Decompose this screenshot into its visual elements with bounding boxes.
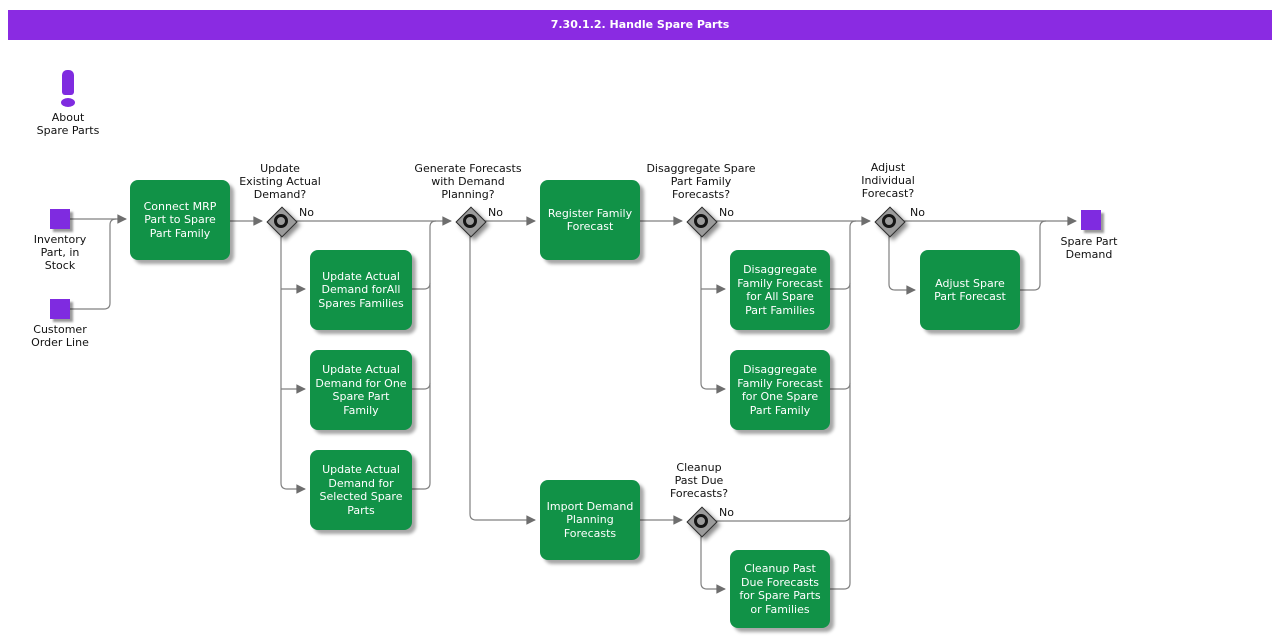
decision-update-existing[interactable] xyxy=(265,205,298,238)
decision-cleanup-forecasts-question: Cleanup Past Due Forecasts? xyxy=(669,461,729,500)
event-inventory-part[interactable] xyxy=(50,209,70,229)
task-disaggregate-one-label: Disaggregate Family Forecast for One Spa… xyxy=(737,363,823,417)
decision-disaggregate-family[interactable] xyxy=(685,205,718,238)
decision-generate-forecasts[interactable] xyxy=(454,205,487,238)
task-connect-mrp-label: Connect MRP Part to Spare Part Family xyxy=(143,199,217,240)
task-update-one[interactable]: Update Actual Demand for One Spare Part … xyxy=(310,350,412,430)
diagram-title-bar: 7.30.1.2. Handle Spare Parts xyxy=(8,10,1272,40)
decision-ring-icon xyxy=(882,214,896,228)
about-label: About Spare Parts xyxy=(36,111,100,137)
diagram-title: 7.30.1.2. Handle Spare Parts xyxy=(550,18,730,31)
task-import-demand-planning-label: Import Demand Planning Forecasts xyxy=(546,499,634,540)
decision-adjust-individual-no: No xyxy=(910,206,925,219)
task-disaggregate-one[interactable]: Disaggregate Family Forecast for One Spa… xyxy=(730,350,830,430)
task-register-family-forecast-label: Register Family Forecast xyxy=(547,206,633,234)
task-import-demand-planning[interactable]: Import Demand Planning Forecasts xyxy=(540,480,640,560)
exclamation-icon xyxy=(62,70,74,95)
decision-ring-icon xyxy=(463,214,477,228)
task-update-selected-label: Update Actual Demand for Selected Spare … xyxy=(319,463,403,517)
task-register-family-forecast[interactable]: Register Family Forecast xyxy=(540,180,640,260)
event-customer-order-line[interactable] xyxy=(50,299,70,319)
decision-ring-icon xyxy=(694,214,708,228)
decision-ring-icon xyxy=(274,214,288,228)
exclamation-dot-icon xyxy=(61,98,75,107)
decision-ring-icon xyxy=(694,514,708,528)
task-update-selected[interactable]: Update Actual Demand for Selected Spare … xyxy=(310,450,412,530)
task-adjust-spare-part-forecast-label: Adjust Spare Part Forecast xyxy=(934,276,1006,304)
task-connect-mrp[interactable]: Connect MRP Part to Spare Part Family xyxy=(130,180,230,260)
flow-connectors xyxy=(70,214,1077,594)
decision-adjust-individual-question: Adjust Individual Forecast? xyxy=(861,161,915,200)
event-customer-label: Customer Order Line xyxy=(31,323,89,349)
decision-update-existing-question: Update Existing Actual Demand? xyxy=(239,162,321,201)
task-update-all-label: Update Actual Demand forAll Spares Famil… xyxy=(318,269,404,310)
task-disaggregate-all-label: Disaggregate Family Forecast for All Spa… xyxy=(737,263,823,317)
decision-generate-forecasts-question: Generate Forecasts with Demand Planning? xyxy=(414,162,522,201)
decision-disaggregate-family-no: No xyxy=(719,206,734,219)
decision-disaggregate-family-question: Disaggregate Spare Part Family Forecasts… xyxy=(646,162,756,201)
decision-cleanup-forecasts-no: No xyxy=(719,506,734,519)
task-disaggregate-all[interactable]: Disaggregate Family Forecast for All Spa… xyxy=(730,250,830,330)
event-spare-part-demand-label: Spare Part Demand xyxy=(1060,235,1118,261)
task-adjust-spare-part-forecast[interactable]: Adjust Spare Part Forecast xyxy=(920,250,1020,330)
event-spare-part-demand[interactable] xyxy=(1081,210,1101,230)
decision-update-existing-no: No xyxy=(299,206,314,219)
decision-generate-forecasts-no: No xyxy=(488,206,503,219)
task-update-one-label: Update Actual Demand for One Spare Part … xyxy=(315,363,407,417)
decision-cleanup-forecasts[interactable] xyxy=(685,505,718,538)
task-cleanup-past-due-label: Cleanup Past Due Forecasts for Spare Par… xyxy=(739,562,821,616)
event-inventory-label: Inventory Part, in Stock xyxy=(33,233,87,272)
task-update-all[interactable]: Update Actual Demand forAll Spares Famil… xyxy=(310,250,412,330)
decision-adjust-individual[interactable] xyxy=(873,205,906,238)
task-cleanup-past-due[interactable]: Cleanup Past Due Forecasts for Spare Par… xyxy=(730,550,830,628)
